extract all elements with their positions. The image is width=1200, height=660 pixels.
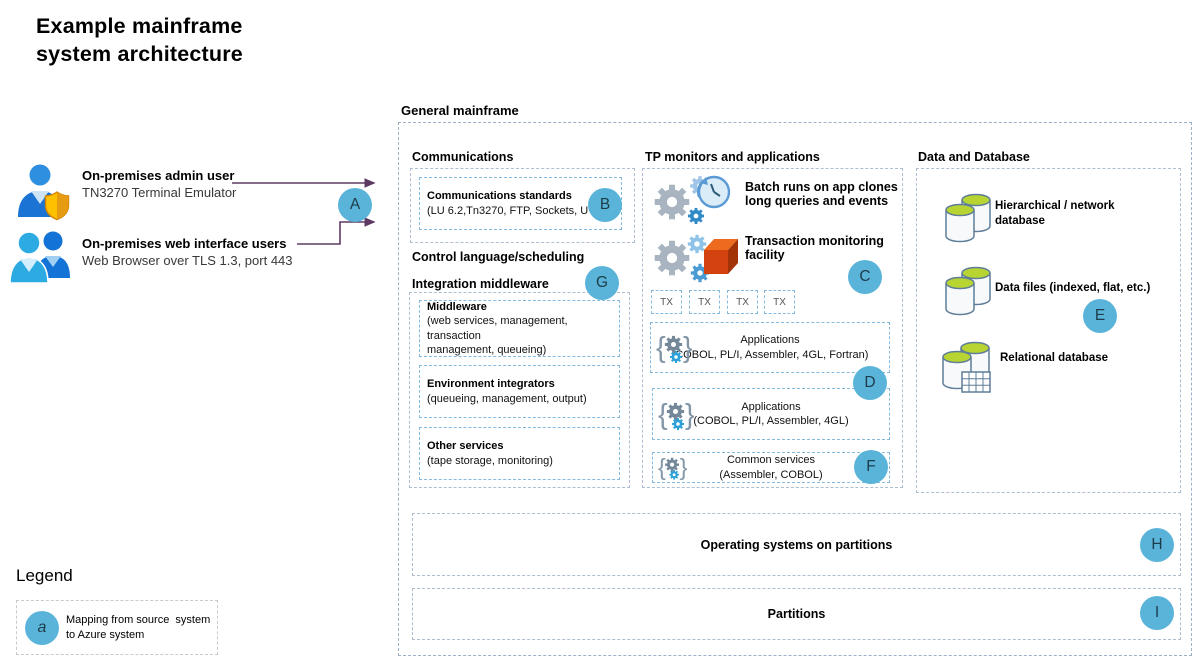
database-icon bbox=[943, 263, 993, 326]
other-services-sub: (tape storage, monitoring) bbox=[427, 454, 553, 467]
batch-gears-clock-icon bbox=[650, 174, 738, 231]
common-services-sub: (Assembler, COBOL) bbox=[719, 468, 823, 481]
data-database-box bbox=[916, 168, 1181, 493]
tp-monitors-header: TP monitors and applications bbox=[645, 150, 820, 164]
partitions-bar: Partitions bbox=[412, 588, 1181, 640]
communications-box bbox=[410, 168, 635, 243]
data-files-label: Data files (indexed, flat, etc.) bbox=[995, 282, 1151, 294]
relational-database-icon bbox=[938, 338, 994, 403]
applications-box-2: Applications (COBOL, PL/I, Assembler, 4G… bbox=[652, 388, 890, 440]
other-services-title: Other services bbox=[427, 440, 504, 453]
mapping-badge-i: I bbox=[1140, 596, 1174, 630]
transaction-gears-box-icon bbox=[650, 230, 738, 289]
communications-standards-title: Communications standards bbox=[427, 190, 572, 203]
legend-text: Mapping from source system to Azure syst… bbox=[66, 614, 211, 641]
other-services-box: Other services (tape storage, monitoring… bbox=[419, 427, 620, 480]
applications-box-1: Applications (COBOL, PL/I, Assembler, 4G… bbox=[650, 322, 890, 373]
general-mainframe-box bbox=[398, 122, 1192, 656]
mapping-badge-b: B bbox=[588, 188, 622, 222]
mapping-badge-c: C bbox=[848, 260, 882, 294]
admin-user-block: On-premises admin user TN3270 Terminal E… bbox=[82, 168, 236, 202]
mapping-badge-g: G bbox=[585, 266, 619, 300]
environment-integrators-title: Environment integrators bbox=[427, 378, 555, 391]
communications-standards-sub: (LU 6.2,Tn3270, FTP, Sockets, UTS) bbox=[427, 204, 606, 217]
communications-standards-box: Communications standards (LU 6.2,Tn3270,… bbox=[419, 177, 622, 230]
admin-user-label: On-premises admin user bbox=[82, 168, 235, 183]
partitions-label: Partitions bbox=[767, 607, 826, 621]
mapping-badge-h: H bbox=[1140, 528, 1174, 562]
applications-2-sub: (COBOL, PL/I, Assembler, 4GL) bbox=[693, 415, 849, 427]
integration-middleware-box bbox=[409, 292, 630, 488]
svg-text:{: { bbox=[658, 454, 666, 480]
admin-user-desc: TN3270 Terminal Emulator bbox=[82, 184, 237, 200]
app-braces-gear-icon: { } bbox=[656, 330, 693, 371]
common-services-box: Common services (Assembler, COBOL) bbox=[652, 452, 890, 483]
page-title: Example mainframe system architecture bbox=[36, 14, 243, 67]
tx-box: TX bbox=[689, 290, 720, 314]
middleware-sub: (web services, management, transaction m… bbox=[427, 315, 568, 356]
applications-2-title: Applications bbox=[741, 400, 801, 413]
applications-1-title: Applications bbox=[740, 334, 800, 347]
web-users-block: On-premises web interface users Web Brow… bbox=[82, 236, 293, 270]
legend-box bbox=[16, 600, 218, 655]
svg-text:}: } bbox=[685, 399, 694, 431]
middleware-title: Middleware bbox=[427, 300, 487, 313]
mapping-badge-e: E bbox=[1083, 299, 1117, 333]
os-partitions-bar: Operating systems on partitions bbox=[412, 513, 1181, 576]
common-services-title: Common services bbox=[726, 454, 816, 467]
connector-arrows bbox=[232, 178, 376, 245]
svg-text:}: } bbox=[683, 332, 692, 364]
os-partitions-label: Operating systems on partitions bbox=[700, 537, 893, 552]
environment-integrators-sub: (queueing, management, output) bbox=[427, 392, 587, 405]
app-braces-gear-icon: { } bbox=[658, 397, 695, 438]
admin-user-icon bbox=[14, 163, 72, 226]
batch-runs-label: Batch runs on app clones long queries an… bbox=[745, 180, 898, 208]
mapping-badge-f: F bbox=[854, 450, 888, 484]
hierarchical-db-label: Hierarchical / network database bbox=[995, 200, 1115, 227]
relational-db-label: Relational database bbox=[1000, 352, 1109, 364]
svg-text:}: } bbox=[680, 454, 687, 480]
web-users-icon bbox=[8, 228, 72, 289]
control-language-header: Control language/scheduling bbox=[412, 250, 585, 264]
general-mainframe-header: General mainframe bbox=[401, 103, 519, 118]
tp-monitors-box bbox=[642, 168, 903, 488]
app-braces-gear-icon: { } bbox=[658, 453, 688, 487]
data-database-header: Data and Database bbox=[918, 150, 1030, 164]
tx-box: TX bbox=[764, 290, 795, 314]
transaction-monitoring-label: Transaction monitoring facility bbox=[745, 234, 884, 262]
tx-box: TX bbox=[727, 290, 758, 314]
tx-box: TX bbox=[651, 290, 682, 314]
svg-text:{: { bbox=[656, 332, 666, 364]
integration-middleware-header: Integration middleware bbox=[412, 277, 549, 291]
legend-badge-a: a bbox=[25, 611, 59, 645]
mapping-badge-a: A bbox=[338, 188, 372, 222]
legend-header: Legend bbox=[16, 566, 73, 585]
web-users-label: On-premises web interface users bbox=[82, 236, 287, 251]
middleware-box: Middleware (web services, management, tr… bbox=[419, 300, 620, 357]
svg-text:{: { bbox=[658, 399, 668, 431]
environment-integrators-box: Environment integrators (queueing, manag… bbox=[419, 365, 620, 418]
communications-header: Communications bbox=[412, 150, 514, 164]
applications-1-sub: (COBOL, PL/I, Assembler, 4GL, Fortran) bbox=[671, 348, 869, 361]
web-users-desc: Web Browser over TLS 1.3, port 443 bbox=[82, 252, 293, 268]
mapping-badge-d: D bbox=[853, 366, 887, 400]
database-icon bbox=[943, 190, 993, 253]
